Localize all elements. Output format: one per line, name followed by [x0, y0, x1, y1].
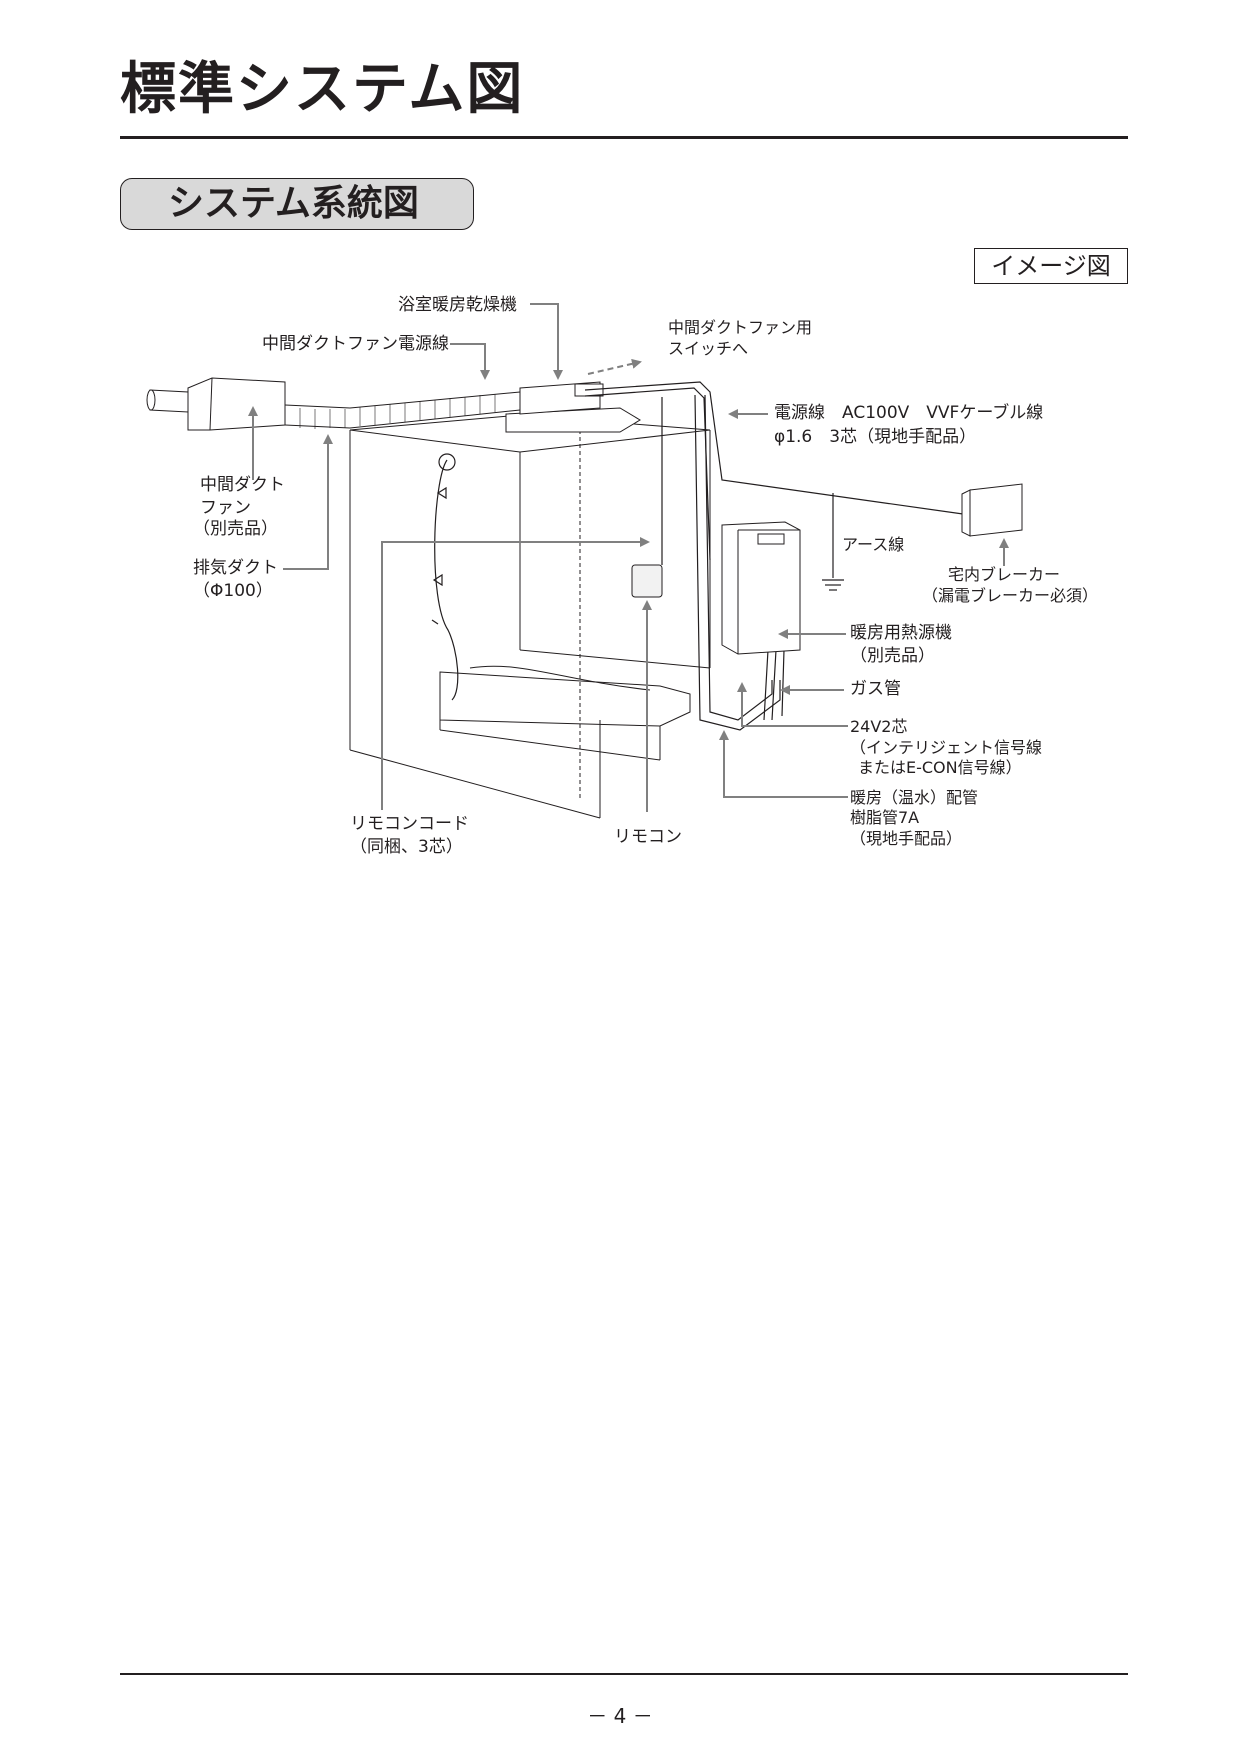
label-switch-line2: スイッチへ — [668, 339, 749, 358]
label-pipe-line3: （現地手配品） — [850, 829, 963, 848]
label-remote-cord-line2: （同梱、3芯） — [350, 837, 463, 857]
breaker-box — [961, 483, 1023, 537]
exhaust-duct — [284, 391, 521, 429]
remote-controller — [631, 564, 663, 598]
title-rule — [120, 136, 1128, 139]
section-tab — [120, 178, 474, 230]
label-remote: リモコン — [614, 827, 682, 847]
label-exhaust-line2: （Φ100） — [193, 581, 273, 601]
leader-arrows — [248, 303, 1009, 812]
label-signal-line2: （インテリジェント信号線 — [850, 738, 1043, 757]
label-breaker-line2: （漏電ブレーカー必須） — [922, 586, 1099, 605]
system-diagram — [146, 303, 1023, 819]
label-earth: アース線 — [842, 535, 905, 554]
duct-fan-box — [146, 377, 286, 431]
label-remote-cord-line1: リモコンコード — [350, 814, 469, 834]
label-fan-power: 中間ダクトファン電源線 — [262, 334, 449, 354]
wiring — [584, 381, 971, 731]
label-gas: ガス管 — [850, 679, 901, 699]
heat-source-unit — [721, 521, 801, 655]
label-signal-line3: またはE-CON信号線） — [858, 758, 1022, 777]
label-heater-line1: 暖房用熱源機 — [850, 623, 952, 643]
label-fan-line3: （別売品） — [193, 519, 278, 539]
label-power-line1: 電源線 AC100V VVFケーブル線 — [774, 403, 1044, 423]
shower — [431, 453, 459, 701]
label-dryer: 浴室暖房乾燥機 — [398, 295, 517, 315]
label-heater-line2: （別売品） — [850, 646, 935, 666]
label-pipe-line2: 樹脂管7A — [850, 808, 920, 827]
bathroom-unit — [349, 414, 711, 819]
label-breaker-line1: 宅内ブレーカー — [948, 565, 1061, 584]
section-title: システム系統図 — [168, 183, 419, 224]
label-signal-line1: 24V2芯 — [850, 717, 908, 736]
label-power-line2: φ1.6 3芯（現地手配品） — [774, 427, 977, 447]
bathtub — [439, 665, 691, 761]
footer-rule — [120, 1673, 1128, 1675]
label-fan-line1: 中間ダクト — [200, 475, 285, 495]
label-switch-line1: 中間ダクトファン用 — [668, 318, 813, 337]
label-exhaust-line1: 排気ダクト — [193, 558, 278, 578]
bathroom-dryer-unit — [505, 381, 641, 433]
page-title: 標準システム図 — [120, 57, 525, 122]
image-badge: イメージ図 — [974, 248, 1128, 284]
page-number: － 4 － — [587, 1704, 653, 1728]
label-fan-line2: ファン — [200, 498, 251, 518]
label-pipe-line1: 暖房（温水）配管 — [850, 788, 979, 807]
